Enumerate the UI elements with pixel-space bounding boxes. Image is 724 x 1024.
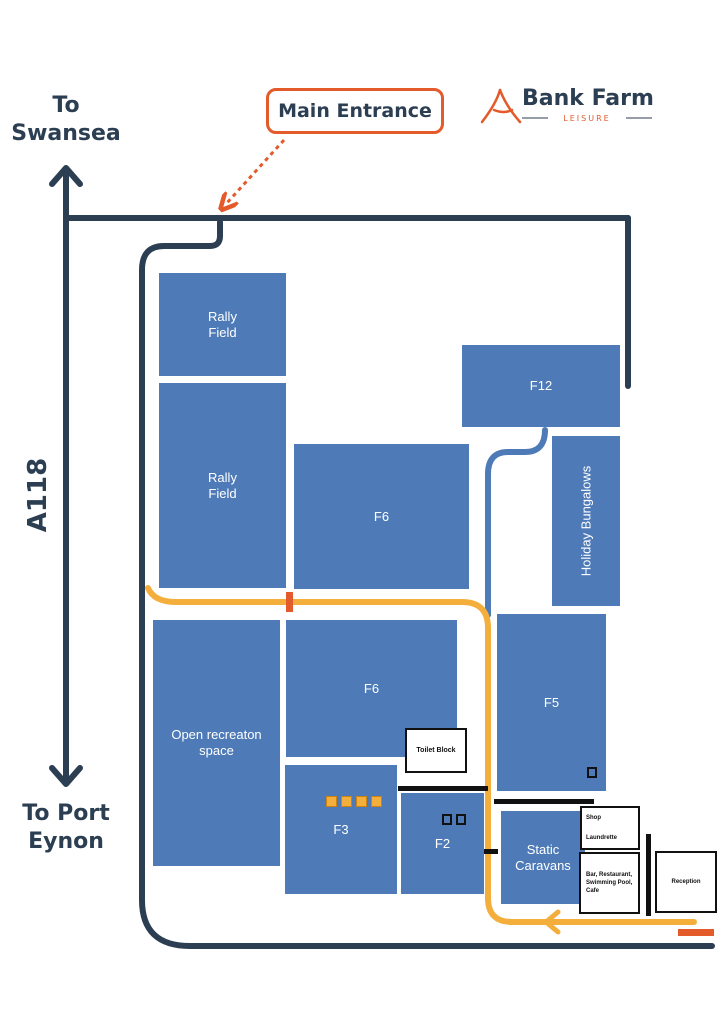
a118-label: A118 — [23, 457, 53, 533]
pitch-marker — [356, 796, 367, 807]
pitch-marker — [442, 814, 452, 825]
walking-path — [145, 585, 697, 925]
logo-mark-icon — [480, 88, 522, 124]
barrier-line — [398, 786, 488, 791]
zone-f2[interactable]: F2 — [401, 793, 484, 894]
barrier-line — [484, 849, 498, 854]
building-toilet-block[interactable]: Toilet Block — [405, 728, 467, 773]
pitch-marker — [371, 796, 382, 807]
barrier-line — [494, 799, 594, 804]
zone-f3[interactable]: F3 — [285, 765, 397, 894]
a118-road — [49, 165, 83, 787]
perimeter-road — [63, 215, 715, 949]
zone-f5[interactable]: F5 — [497, 614, 606, 791]
pitch-marker — [326, 796, 337, 807]
zone-rally-field-1[interactable]: Rally Field — [159, 273, 286, 376]
zone-f12[interactable]: F12 — [462, 345, 620, 427]
pitch-marker — [587, 767, 597, 778]
to-port-eynon-label: To Port Eynon — [22, 801, 110, 854]
bank-farm-logo: Bank Farm LEISURE — [480, 84, 660, 130]
path-direction-arrow — [543, 909, 561, 935]
blue-track — [485, 427, 548, 618]
zone-rally-field-2[interactable]: Rally Field — [159, 383, 286, 588]
building-reception[interactable]: Reception — [655, 851, 717, 913]
building-shop-laundrette[interactable]: Shop Laundrette — [580, 806, 640, 850]
zone-holiday-bungalows[interactable]: Holiday Bungalows — [552, 436, 620, 606]
main-entrance-label[interactable]: Main Entrance — [266, 88, 444, 134]
zone-f6-north[interactable]: F6 — [294, 444, 469, 589]
zone-open-recreation[interactable]: Open recreaton space — [153, 620, 280, 866]
entrance-barrier-marker — [678, 929, 714, 936]
shop-label: Shop — [586, 815, 601, 821]
pitch-marker — [456, 814, 466, 825]
laundrette-label: Laundrette — [586, 835, 618, 841]
zone-static-caravans[interactable]: Static Caravans — [501, 811, 585, 904]
to-swansea-label: To Swansea — [11, 93, 121, 146]
building-bar-restaurant[interactable]: Bar, Restaurant, Swimming Pool, Cafe — [579, 852, 640, 914]
gate-marker — [286, 592, 293, 612]
logo-tagline: LEISURE — [563, 114, 611, 123]
logo-name: Bank Farm — [522, 86, 654, 111]
pitch-marker — [341, 796, 352, 807]
barrier-line — [646, 834, 651, 916]
entrance-pointer — [226, 138, 286, 204]
